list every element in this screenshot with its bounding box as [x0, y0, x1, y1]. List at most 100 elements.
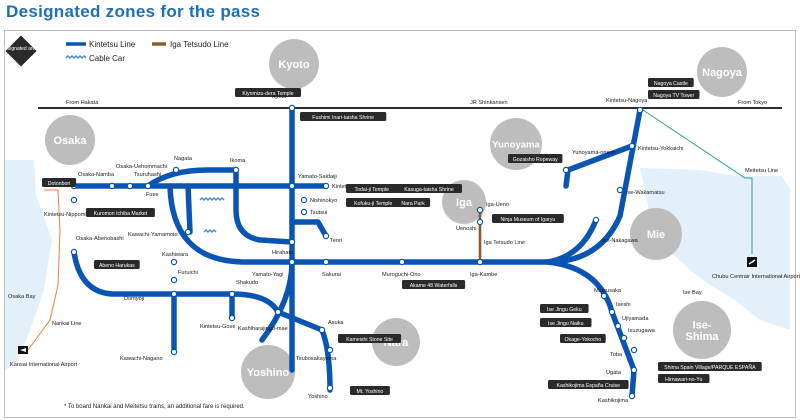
station-tsubosakayama: Tsubosakayama [296, 346, 337, 362]
station-dot [318, 326, 326, 334]
station-sakurai: Sakurai [322, 258, 341, 278]
station-kansai-international-airport: Kansai International Airport [10, 362, 78, 368]
station-tsuruhashi: Tsuruhashi [126, 172, 161, 190]
spot-shima-spain-village-parque-espa-a: Shima Spain Village/PARQUE ESPAÑA [658, 362, 762, 371]
station-shakudo: Shakudo [228, 280, 258, 298]
zone-osaka: Osaka [45, 115, 95, 165]
spot-kuromon-ichiba-market: Kuromon Ichiba Market [86, 208, 155, 217]
station-label: Tsuruhashi [134, 172, 161, 178]
station-iga-ueno: Iga-Ueno [476, 202, 509, 214]
spot-label: Kasuga-taisha Shrine [404, 187, 454, 193]
station-label: Kintetsu-Gose [200, 324, 235, 330]
station-dot [636, 106, 644, 114]
station-fuse: Fuse [144, 182, 158, 198]
station-label: Kawachi-Yamamoto [128, 232, 178, 238]
station-dot [274, 308, 282, 316]
station-label: Osaka-Namba [78, 172, 115, 178]
station-dot [288, 258, 296, 266]
spot-label: Kofuku-ji Temple [354, 201, 392, 207]
zone-nagoya: Nagoya [697, 47, 747, 97]
spot-label: Akame 48 Waterfalls [410, 283, 458, 289]
station-label: Muroguchi-Ono [382, 272, 421, 278]
chubu-airport-icon [747, 257, 757, 267]
station-label: Iga-Kambe [470, 272, 497, 278]
zone-label: Nagoya [702, 67, 743, 79]
spot-todai-ji-temple: Todai-ji Temple [346, 184, 398, 193]
zone-label: Kyoto [278, 59, 309, 71]
spot-nara-park: Nara Park [396, 198, 431, 207]
station-tsutsui: Tsutsui [300, 208, 327, 216]
kintetsu-tawaramoto-line [185, 183, 193, 235]
station-dot [326, 384, 334, 392]
station-ise-wakamatsu: Ise-Wakamatsu [616, 186, 665, 196]
station-dot [288, 182, 296, 190]
station-label: Fuse [146, 192, 158, 198]
station-dot [398, 258, 406, 266]
spot-tag [86, 208, 155, 217]
station-kashiwara: Kashiwara [162, 252, 189, 266]
station-label: Osaka-Uehommachi [116, 164, 167, 170]
legend-cable-label: Cable Car [89, 54, 125, 63]
station-dot [628, 392, 636, 400]
from-hakata-label: From Hakata [66, 100, 99, 106]
nankai-line-label: Nankai Line [52, 321, 82, 327]
spot-label: Nagoya TV Tower [653, 93, 694, 99]
kintetsu-osaka-line [167, 107, 643, 265]
spot-label: Shima Spain Village/PARQUE ESPAÑA [664, 364, 756, 371]
zone-label: Mie [647, 229, 665, 241]
station-osaka-uehommachi: Osaka-Uehommachi [108, 164, 167, 190]
zone-label: Osaka [53, 135, 87, 147]
spot-kiyomizu-dera-temple: Kiyomizu-dera Temple [235, 88, 301, 97]
station-dot [608, 308, 616, 316]
spot-tag [42, 178, 77, 187]
spot-tag [648, 90, 700, 99]
station-label: Nishinokyo [310, 198, 337, 204]
station-kawachi-nagano: Kawachi-Nagano [120, 348, 178, 362]
station-dot [600, 292, 608, 300]
zone-yoshino: Yoshino [241, 345, 295, 399]
spot-label: Kashikojima España Cruise [557, 383, 621, 389]
station-furuichi: Furuichi [170, 270, 198, 284]
station-label: Yoshino [308, 394, 328, 400]
station-kashikojima: Kashikojima [598, 392, 636, 404]
spot-tag [94, 260, 140, 269]
station-label: Domyoji [124, 296, 144, 302]
station-osaka-abenobashi: Osaka-Abenobashi [70, 236, 124, 256]
station-kashiharajingu-mae: Kashiharajingu-mae [238, 308, 288, 332]
spot-label: Nagoya Castle [654, 81, 688, 87]
kintetsu-ise-nakagawa-branch [545, 217, 599, 265]
spot-label: Nara Park [401, 201, 425, 207]
spot-tag [402, 280, 466, 289]
station-dot [630, 366, 638, 374]
station-label: Asuka [328, 320, 344, 326]
station-matsusaka: Matsusaka [594, 288, 622, 300]
station-dot [126, 182, 134, 190]
station-kintetsu-nagoya: Kintetsu-Nagoya [606, 98, 648, 114]
station-iga-kambe: Iga-Kambe [470, 258, 497, 278]
spot-tag [346, 198, 401, 207]
station-label: Kashiharajingu-mae [238, 326, 288, 332]
spot-label: Ise Jingu Naiku [548, 321, 584, 327]
meitetsu-line-label: Meitetsu Line [745, 168, 778, 174]
station-label: Kintetsu-Nagoya [606, 98, 648, 104]
spot-label: Ise Jingu Geku [547, 307, 582, 313]
spot-dotonbori: Dotonbori [42, 178, 77, 187]
kintetsu-tenri-line [289, 219, 329, 239]
station-dot [322, 232, 330, 240]
spot-abeno-harukas: Abeno Harukas [94, 260, 140, 269]
legend-cable-swatch [65, 55, 87, 59]
station-ujiyamada: Ujiyamada [614, 316, 649, 330]
spot-tag [548, 380, 629, 389]
station-dot [628, 142, 636, 150]
spot-tag [648, 78, 694, 87]
station-yunoyama-onsen: Yunoyama-onsen [562, 150, 616, 174]
station-kintetsu-gose: Kintetsu-Gose [200, 314, 235, 330]
station-domyoji: Domyoji [124, 290, 178, 302]
station-isuzugawa: Isuzugawa [620, 328, 656, 342]
ikoma-cable-car [199, 197, 225, 201]
spot-kashikojima-espa-a-cruise: Kashikojima España Cruise [548, 380, 629, 389]
station-label: Yamato-Yagi [252, 272, 284, 278]
spot-tag [346, 184, 398, 193]
spot-label: Kiyomizu-dera Temple [242, 91, 293, 97]
spot-kofuku-ji-temple: Kofuku-ji Temple [346, 198, 401, 207]
